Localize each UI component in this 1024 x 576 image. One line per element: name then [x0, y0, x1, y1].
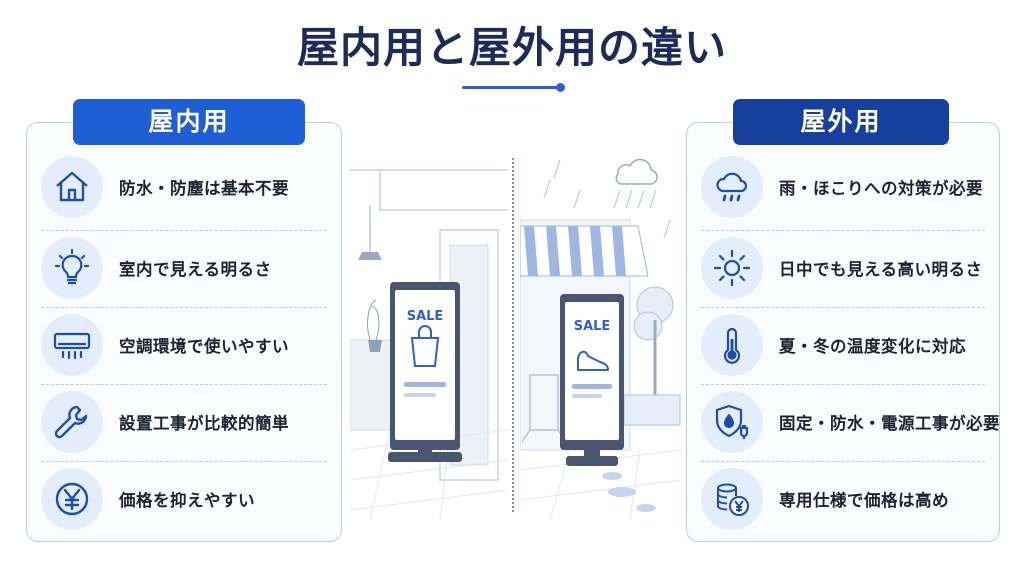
outdoor-item-label: 固定・防水・電源工事が必要 [779, 414, 1000, 433]
outdoor-item-temperature: 夏・冬の温度変化に対応 [701, 307, 987, 383]
indoor-signage-illustration: SALE [349, 150, 509, 521]
outdoor-signage-illustration: SALE [519, 150, 683, 521]
divider [701, 230, 985, 231]
outdoor-item-construction: 固定・防水・電源工事が必要 [701, 384, 1000, 460]
title-underline [462, 86, 558, 89]
indoor-item-price: 価格を抑えやすい [41, 461, 329, 537]
divider [41, 384, 327, 385]
outdoor-item-label: 日中でも見える高い明るさ [779, 260, 983, 279]
rain-cloud-icon [701, 156, 763, 218]
outdoor-heading: 屋外用 [733, 99, 949, 145]
indoor-sign-text: SALE [407, 309, 444, 324]
page-title: 屋内用と屋外用の違い [296, 23, 727, 72]
shield-plug-icon [701, 391, 763, 453]
indoor-item-label: 価格を抑えやすい [119, 491, 255, 510]
divider [701, 307, 985, 308]
outdoor-item-label: 専用仕様で価格は高め [779, 491, 949, 510]
house-icon [41, 156, 103, 218]
indoor-item-label: 設置工事が比較的簡単 [119, 414, 289, 433]
outdoor-item-label: 雨・ほこりへの対策が必要 [779, 179, 983, 198]
center-divider [512, 158, 514, 512]
divider [41, 461, 327, 462]
lightbulb-icon [41, 237, 103, 299]
coins-yen-icon [701, 468, 763, 530]
divider [701, 384, 985, 385]
title-underline-dot [556, 83, 565, 92]
indoor-item-install: 設置工事が比較的簡単 [41, 384, 329, 460]
wrench-icon [41, 391, 103, 453]
outdoor-item-label: 夏・冬の温度変化に対応 [779, 337, 966, 356]
indoor-item-brightness: 室内で見える明るさ [41, 230, 329, 306]
outdoor-item-price: 専用仕様で価格は高め [701, 461, 987, 537]
indoor-item-label: 室内で見える明るさ [119, 260, 272, 279]
divider [701, 461, 985, 462]
outdoor-item-brightness: 日中でも見える高い明るさ [701, 230, 987, 306]
indoor-item-aircon: 空調環境で使いやすい [41, 307, 329, 383]
indoor-heading: 屋内用 [73, 99, 305, 145]
divider [41, 307, 327, 308]
thermometer-icon [701, 314, 763, 376]
indoor-item-label: 空調環境で使いやすい [119, 337, 289, 356]
air-conditioner-icon [41, 314, 103, 376]
indoor-item-label: 防水・防塵は基本不要 [119, 179, 289, 198]
indoor-item-waterproof: 防水・防塵は基本不要 [41, 149, 329, 225]
yen-coin-icon [41, 468, 103, 530]
divider [41, 230, 327, 231]
sun-icon [701, 237, 763, 299]
outdoor-panel: 雨・ほこりへの対策が必要 日中でも見える高い明るさ 夏・冬の温度変化に対応 固定… [686, 122, 1000, 542]
indoor-panel: 防水・防塵は基本不要 室内で見える明るさ 空調環境で使いやすい 設置工事が比較的… [26, 122, 342, 542]
outdoor-sign-text: SALE [574, 319, 611, 334]
outdoor-item-rain: 雨・ほこりへの対策が必要 [701, 149, 987, 225]
